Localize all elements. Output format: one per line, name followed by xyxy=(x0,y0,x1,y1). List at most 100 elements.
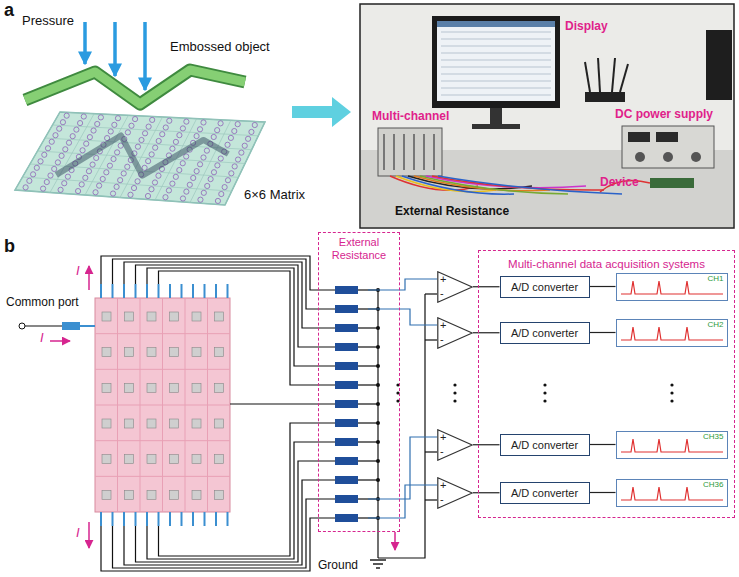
sensor-pixel xyxy=(170,490,179,499)
photo-daq-slot xyxy=(423,134,425,170)
op-amp: +- xyxy=(437,271,473,303)
lead-wire xyxy=(147,268,335,366)
sensor-pixel xyxy=(170,312,179,321)
sensor-spiral xyxy=(121,171,126,176)
electrode-trace xyxy=(204,512,206,526)
sensor-spiral xyxy=(80,148,85,153)
electrode-trace xyxy=(227,512,229,526)
sensor-spiral xyxy=(104,170,109,175)
reference-wire xyxy=(425,339,437,340)
sensor-spiral xyxy=(156,173,161,178)
photo-daq-slot xyxy=(433,134,435,170)
panel-letter: b xyxy=(4,236,15,257)
sensor-spiral xyxy=(249,129,254,134)
sensor-spiral xyxy=(191,175,196,180)
electrode-trace xyxy=(112,284,114,298)
electrode-trace xyxy=(123,512,125,526)
photo-supply-display xyxy=(656,132,678,142)
photo-frame xyxy=(360,4,734,228)
photo-tower xyxy=(706,30,732,100)
converter-box: A/D converter xyxy=(500,434,590,456)
sensor-spiral xyxy=(63,147,68,152)
input-sign: + xyxy=(440,319,446,332)
resistor-symbol xyxy=(335,343,358,351)
sensor-spiral xyxy=(87,135,92,140)
ground-symbol xyxy=(370,559,386,560)
photo-screen xyxy=(437,21,555,101)
sensor-spiral xyxy=(208,176,213,181)
sensor-pixel xyxy=(147,490,156,499)
sensor-spiral xyxy=(81,114,86,119)
ellipsis-dot xyxy=(543,391,546,394)
resistor-symbol xyxy=(335,438,358,446)
signal-connector xyxy=(473,444,500,445)
input-sign: + xyxy=(440,273,446,286)
sensor-pixel xyxy=(125,312,134,321)
resistor-lead xyxy=(358,346,378,347)
sensor-spiral xyxy=(145,193,150,198)
sensor-spiral xyxy=(111,156,116,161)
op-amp-triangle xyxy=(438,430,472,460)
sensor-spiral xyxy=(86,169,91,174)
resistor-group-box: External Resistance xyxy=(318,232,400,532)
channel-name: CH36 xyxy=(703,481,723,489)
sensor-spiral xyxy=(218,156,223,161)
photo-daq-slot xyxy=(383,134,385,170)
photo-label: Multi-channel xyxy=(372,110,449,124)
sheet-grid-line xyxy=(190,120,231,202)
signal-connector xyxy=(590,286,616,287)
photo-screen-row xyxy=(441,81,551,82)
sensor-matrix xyxy=(95,298,230,512)
sensor-pixel xyxy=(215,490,224,499)
sensor-spiral xyxy=(55,160,60,165)
sensor-pixel xyxy=(147,419,156,428)
electrode-trace xyxy=(215,512,217,526)
resistor-lead xyxy=(358,441,378,442)
sensor-spiral xyxy=(83,175,88,180)
sensor-pixel xyxy=(102,455,111,464)
lead-wire xyxy=(136,461,336,562)
sensor-spiral xyxy=(132,116,137,121)
photo-monitor xyxy=(432,16,560,108)
sensor-spiral xyxy=(142,131,147,136)
input-sign: - xyxy=(440,287,444,300)
electrode-trace xyxy=(169,284,171,298)
sensor-pixel xyxy=(147,383,156,392)
sensor-spiral xyxy=(48,173,53,178)
port-terminal xyxy=(19,323,25,329)
sheet-grid-line xyxy=(38,151,246,164)
ground-symbol xyxy=(373,563,383,564)
daq-system-box: A/D converterA/D converterA/D converterA… xyxy=(478,250,735,518)
photo-antenna xyxy=(612,58,615,92)
matrix-cell-line xyxy=(95,476,230,477)
sensor-pixel xyxy=(192,419,201,428)
sensor-pixel xyxy=(102,312,111,321)
matrix-cell-line xyxy=(185,298,186,512)
electrode-trace xyxy=(100,512,102,526)
current-symbol: I xyxy=(76,526,80,541)
sensor-spiral xyxy=(163,195,168,200)
sensor-pixel xyxy=(147,312,156,321)
sensor-spiral xyxy=(30,172,35,177)
photo-wire xyxy=(432,176,604,190)
sensor-spiral xyxy=(194,133,199,138)
sensor-spiral xyxy=(97,183,102,188)
photo-knob xyxy=(691,152,701,162)
sensor-spiral xyxy=(110,191,115,196)
sensor-pixel xyxy=(192,383,201,392)
sensor-spiral xyxy=(160,132,165,137)
panel-letter: a xyxy=(4,0,14,21)
sensor-spiral xyxy=(77,120,82,125)
sensor-spiral xyxy=(215,128,220,133)
sensor-spiral xyxy=(27,178,32,183)
electrode-trace xyxy=(135,512,137,526)
sensor-spiral xyxy=(242,143,247,148)
input-sign: - xyxy=(440,493,444,506)
signal-wire xyxy=(368,485,437,518)
sensor-spiral xyxy=(235,157,240,162)
pressure-arrow xyxy=(83,22,87,64)
sensor-spiral xyxy=(38,159,43,164)
sensor-spiral xyxy=(94,155,99,160)
signal-connector xyxy=(473,492,500,493)
